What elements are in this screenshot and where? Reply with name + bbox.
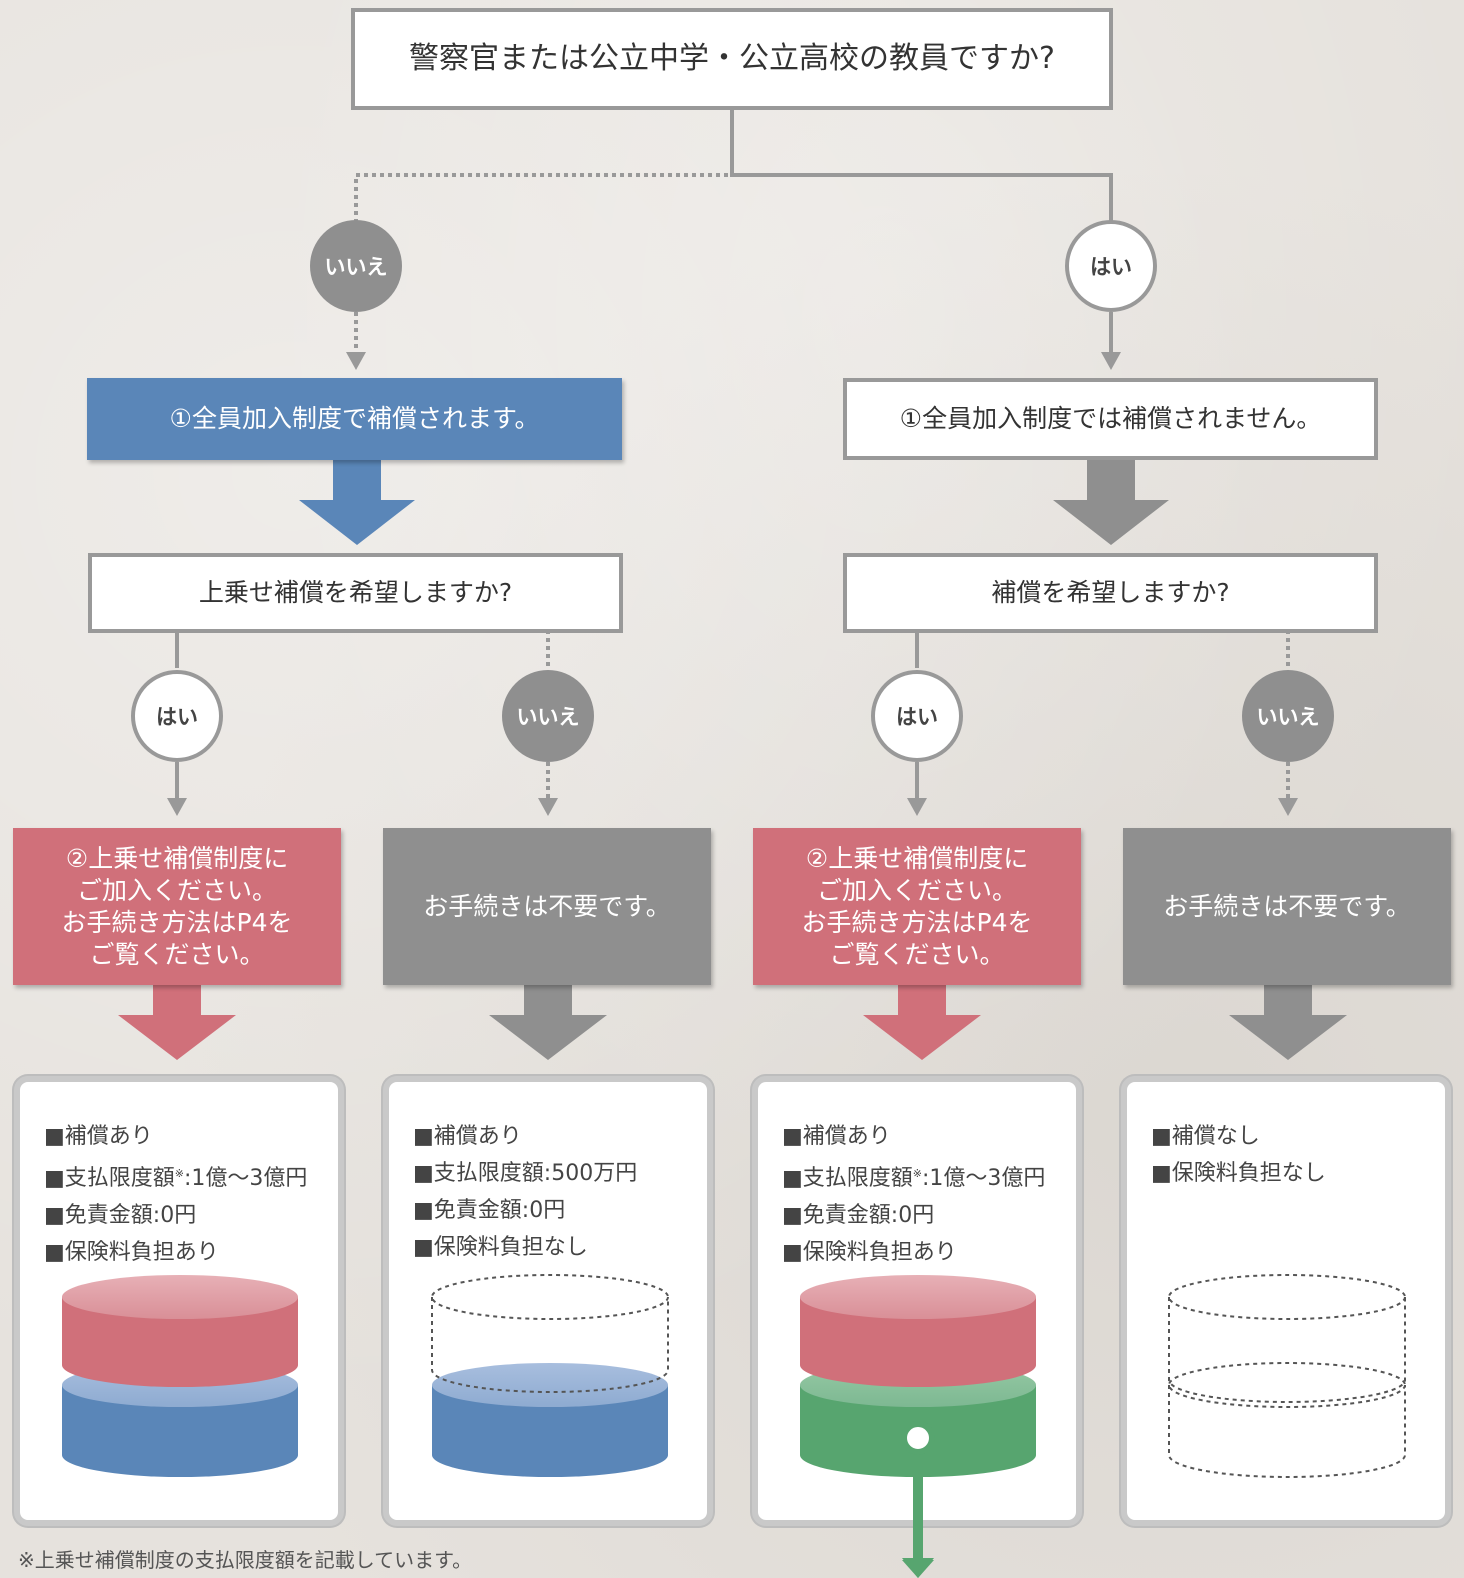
- coverage-card-4: ■補償なし ■保険料負担なし: [1121, 1076, 1451, 1526]
- coverage-card-2: ■補償あり ■支払限度額:500万円 ■免責金額:0円 ■保険料負担なし: [383, 1076, 713, 1526]
- arrow-red: [863, 985, 981, 1060]
- action-line: ご加入ください。: [76, 875, 277, 905]
- card-line: ■補償あり: [413, 1124, 522, 1149]
- left-action-none-box: お手続きは不要です。: [383, 828, 711, 985]
- left-action-join-box: ②上乗せ補償制度に ご加入ください。 お手続き方法はP4を ご覧ください。: [13, 828, 341, 985]
- action-line: お手続き方法はP4を: [801, 907, 1033, 937]
- card-line: ■免責金額:0円: [782, 1203, 935, 1228]
- arrow-gray: [489, 985, 607, 1060]
- main-question-text: 警察官または公立中学・公立高校の教員ですか?: [409, 41, 1055, 76]
- arrow-red: [118, 985, 236, 1060]
- right-yes-badge: はい: [871, 670, 963, 762]
- main-question-box: 警察官または公立中学・公立高校の教員ですか?: [351, 8, 1113, 110]
- right-no-label: いいえ: [1256, 705, 1320, 729]
- left-question-text: 上乗せ補償を希望しますか?: [198, 578, 513, 607]
- no-connector: [354, 173, 728, 222]
- action-text: お手続きは不要です。: [1163, 891, 1411, 921]
- card-line: ■免責金額:0円: [413, 1198, 566, 1223]
- card-line: ■保険料負担あり: [44, 1240, 219, 1265]
- right-action-join-box: ②上乗せ補償制度に ご加入ください。 お手続き方法はP4を ご覧ください。: [753, 828, 1081, 985]
- left-yes-badge: はい: [131, 670, 223, 762]
- left-result-box: ①全員加入制度で補償されます。: [87, 378, 622, 460]
- coverage-card-1: ■補償あり ■支払限度額※:1億〜3億円 ■免責金額:0円 ■保険料負担あり: [14, 1076, 344, 1526]
- right-result-text: ①全員加入制度では補償されません。: [899, 404, 1322, 433]
- arrow-gray: [1053, 460, 1169, 545]
- action-line: お手続き方法はP4を: [61, 907, 293, 937]
- right-question-box: 補償を希望しますか?: [843, 553, 1378, 633]
- right-question-text: 補償を希望しますか?: [991, 578, 1230, 607]
- left-result-text: ①全員加入制度で補償されます。: [169, 404, 540, 433]
- card-line: ■保険料負担なし: [413, 1235, 588, 1260]
- arrow-blue: [299, 460, 415, 545]
- card-line: ■保険料負担なし: [1151, 1161, 1326, 1186]
- card-line: ■免責金額:0円: [44, 1203, 197, 1228]
- right-action-none-box: お手続きは不要です。: [1123, 828, 1451, 985]
- card-line: ■支払限度額※:1億〜3億円: [782, 1166, 1046, 1191]
- action-text: お手続きは不要です。: [423, 891, 671, 921]
- action-line: ②上乗せ補償制度に: [65, 843, 289, 873]
- card-line: ■補償あり: [44, 1124, 153, 1149]
- left-no-label: いいえ: [516, 705, 580, 729]
- footnote: ※上乗せ補償制度の支払限度額を記載しています。: [18, 1548, 473, 1572]
- right-no-badge: いいえ: [1242, 670, 1334, 762]
- coverage-card-3: ■補償あり ■支払限度額※:1億〜3億円 ■免責金額:0円 ■保険料負担あり: [752, 1076, 1082, 1526]
- right-yes-label: はい: [896, 705, 938, 729]
- yes-label: はい: [1090, 255, 1132, 279]
- card-line: ■支払限度額※:1億〜3億円: [44, 1166, 308, 1191]
- arrow-gray: [1229, 985, 1347, 1060]
- yes-badge: はい: [1065, 220, 1157, 312]
- card-line: ■保険料負担あり: [782, 1240, 957, 1265]
- action-line: ご覧ください。: [89, 939, 265, 969]
- action-line: ②上乗せ補償制度に: [805, 843, 1029, 873]
- card-line: ■補償なし: [1151, 1124, 1260, 1149]
- card-line: ■支払限度額:500万円: [413, 1161, 638, 1186]
- left-no-badge: いいえ: [502, 670, 594, 762]
- no-badge: いいえ: [310, 220, 402, 312]
- action-line: ご覧ください。: [829, 939, 1005, 969]
- action-line: ご加入ください。: [816, 875, 1017, 905]
- no-label: いいえ: [324, 255, 388, 279]
- left-yes-label: はい: [156, 705, 198, 729]
- card-line: ■補償あり: [782, 1124, 891, 1149]
- right-result-box: ①全員加入制度では補償されません。: [843, 378, 1378, 460]
- yes-connector: [730, 108, 1113, 222]
- left-question-box: 上乗せ補償を希望しますか?: [88, 553, 623, 633]
